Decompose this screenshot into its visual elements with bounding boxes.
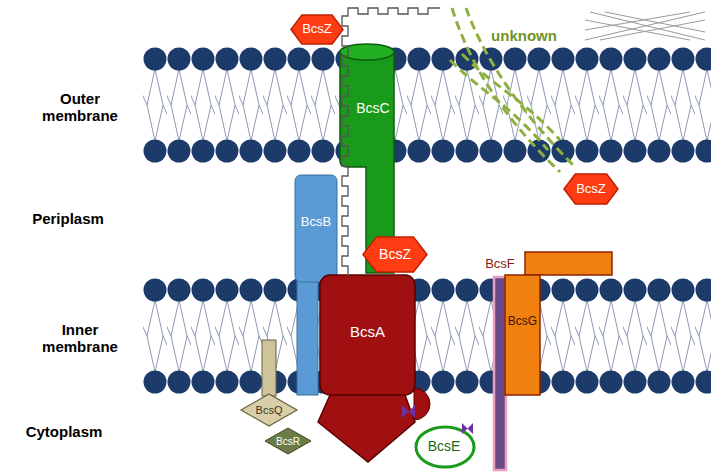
protein-shape: BcsQ [240,338,298,428]
label-box: BcsQ [249,402,289,418]
region-label-box: Cytoplasm [12,423,116,440]
protein-shape: BcsG [502,250,614,397]
protein-shape: BcsR [264,427,312,455]
region-label: unknown [489,27,559,44]
outer-membrane [143,47,711,163]
bcsa-pilz-domain [414,388,430,420]
region-label-box: unknown [478,27,570,44]
label-box: BcsC [352,97,394,121]
protein-shape: BcsA [316,274,420,466]
label-box: BcsZ [362,236,428,273]
protein-name: BcsR [276,436,300,447]
cellulose-chain [342,8,440,276]
region-label-box: Periplasm [16,210,120,227]
crosshatch [585,12,705,40]
label-box: BcsG [505,310,540,334]
protein-outline [316,274,420,466]
region-label-box: Inner membrane [36,321,124,356]
label-box: BcsA [320,320,415,344]
region-label: Cytoplasm [26,423,103,440]
unknown-fibre [450,8,576,172]
label-box: BcsF [476,255,524,273]
c-di-gmp-symbol [462,423,473,434]
c-di-gmp-symbol [402,405,415,418]
protein-name: BcsZ [576,182,606,196]
label-box: BcsZ [563,173,619,205]
protein-shape: BcsE [414,425,476,469]
protein-name: BcsC [356,101,389,116]
protein-name: BcsQ [256,404,283,416]
region-label: Outer membrane [42,90,118,124]
protein-shape: BcsZ [362,236,428,273]
label-box: BcsR [270,433,306,449]
region-label-box: Outer membrane [36,90,124,125]
region-label: Inner membrane [42,321,118,355]
protein-name: BcsE [428,439,461,454]
label-box: BcsE [420,437,468,457]
protein-name: BcsZ [302,22,332,36]
protein-name: BcsA [350,324,385,341]
protein-name: BcsF [485,257,515,271]
protein-name: BcsG [508,315,537,328]
protein-name: BcsB [301,215,331,229]
label-box: BcsB [295,210,337,234]
protein-shape: BcsZ [563,173,619,205]
inner-membrane [143,278,711,394]
region-label: Periplasm [32,210,104,227]
protein-shape: BcsZ [290,14,344,45]
protein-name: BcsZ [379,247,411,262]
label-box: BcsZ [290,14,344,45]
